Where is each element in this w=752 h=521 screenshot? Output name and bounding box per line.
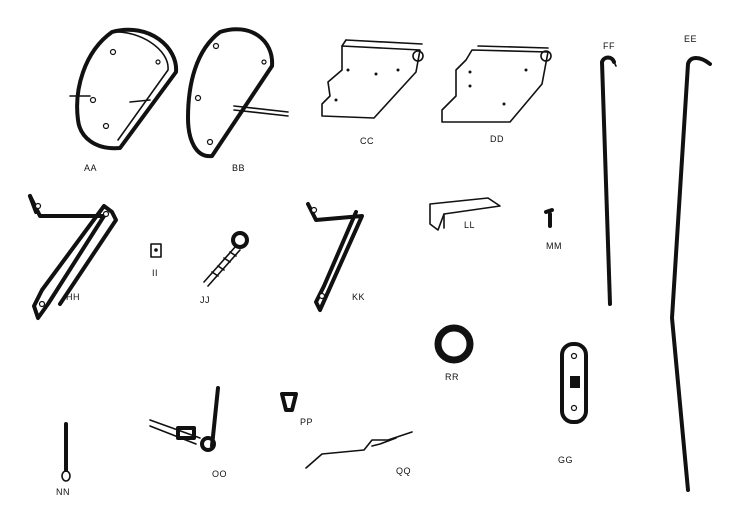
part-pp-drawing xyxy=(280,392,298,412)
part-qq-drawing xyxy=(305,431,413,469)
part-aa-drawing xyxy=(69,27,179,151)
label-ee: EE xyxy=(684,34,698,44)
label-kk: KK xyxy=(352,292,366,302)
label-dd: DD xyxy=(490,134,504,144)
part-ll-drawing xyxy=(429,197,501,231)
part-jj-drawing xyxy=(203,231,249,287)
part-gg-drawing xyxy=(560,342,588,424)
label-bb: BB xyxy=(232,163,246,173)
label-rr: RR xyxy=(445,372,459,382)
label-jj: JJ xyxy=(200,295,210,305)
label-hh: HH xyxy=(66,292,80,302)
label-ii: II xyxy=(152,268,159,278)
part-bb-drawing xyxy=(186,27,289,159)
label-cc: CC xyxy=(360,136,374,146)
part-dd-drawing xyxy=(441,45,552,123)
part-ee-drawing xyxy=(670,56,712,492)
part-ff-drawing xyxy=(600,55,617,306)
label-oo: OO xyxy=(212,469,228,479)
part-cc-drawing xyxy=(321,39,424,119)
part-hh-drawing xyxy=(28,194,118,320)
part-nn-drawing xyxy=(61,422,71,482)
label-nn: NN xyxy=(56,487,70,497)
label-mm: MM xyxy=(546,241,562,251)
part-ii-drawing xyxy=(150,243,162,258)
part-oo-drawing xyxy=(149,386,220,452)
label-ff: FF xyxy=(603,41,615,51)
part-rr-drawing xyxy=(434,324,474,364)
part-kk-drawing xyxy=(306,202,364,312)
label-ll: LL xyxy=(464,220,476,230)
label-qq: QQ xyxy=(396,466,412,476)
part-mm-drawing xyxy=(544,208,554,228)
label-gg: GG xyxy=(558,455,574,465)
label-pp: PP xyxy=(300,417,314,427)
label-aa: AA xyxy=(84,163,98,173)
